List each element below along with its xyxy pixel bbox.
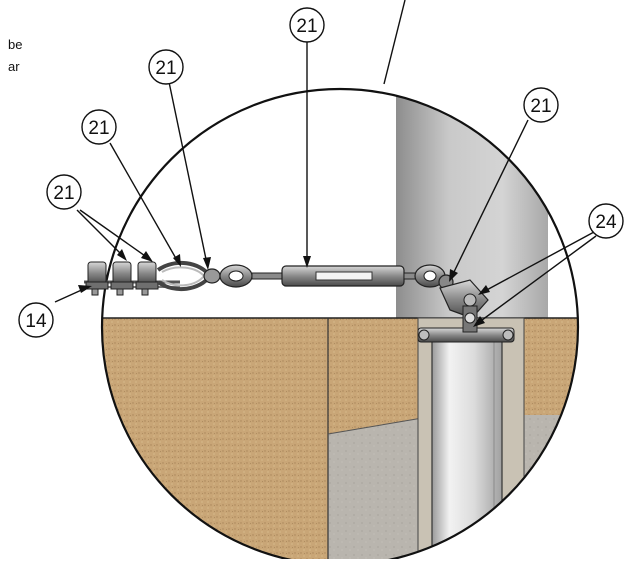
callout-label: 21 [530,96,551,117]
callout-14: 14 [18,302,54,338]
turnbuckle-body [281,265,405,287]
corner-text-line-1: be [8,37,23,52]
callout-label: 21 [155,58,176,79]
corner-text-line-2: ar [8,59,20,74]
callout-label: 21 [53,183,74,204]
callout-21-clips: 21 [46,174,82,210]
callout-label: 14 [25,311,47,332]
callout-21-bracket: 21 [523,87,559,123]
anchor-bracket [439,279,489,333]
wire-rope-clip [110,261,134,296]
shackle [203,268,221,284]
detail-circle-outline [100,87,580,564]
callout-21-turnbuckle: 21 [289,7,325,43]
wire-rope-clip [85,261,109,296]
leader-lines [54,0,597,327]
callout-label: 21 [296,16,317,37]
wire-rope-clip [135,261,159,296]
callout-21-shackle: 21 [148,49,184,85]
cable-assembly [84,260,489,333]
callout-label: 21 [88,118,109,139]
callout-balloons: 21 21 21 21 21 24 [18,7,624,338]
callout-label: 24 [595,212,617,233]
callout-21-thimble: 21 [81,109,117,145]
callout-24: 24 [588,203,624,239]
ground-pipe [431,337,503,564]
